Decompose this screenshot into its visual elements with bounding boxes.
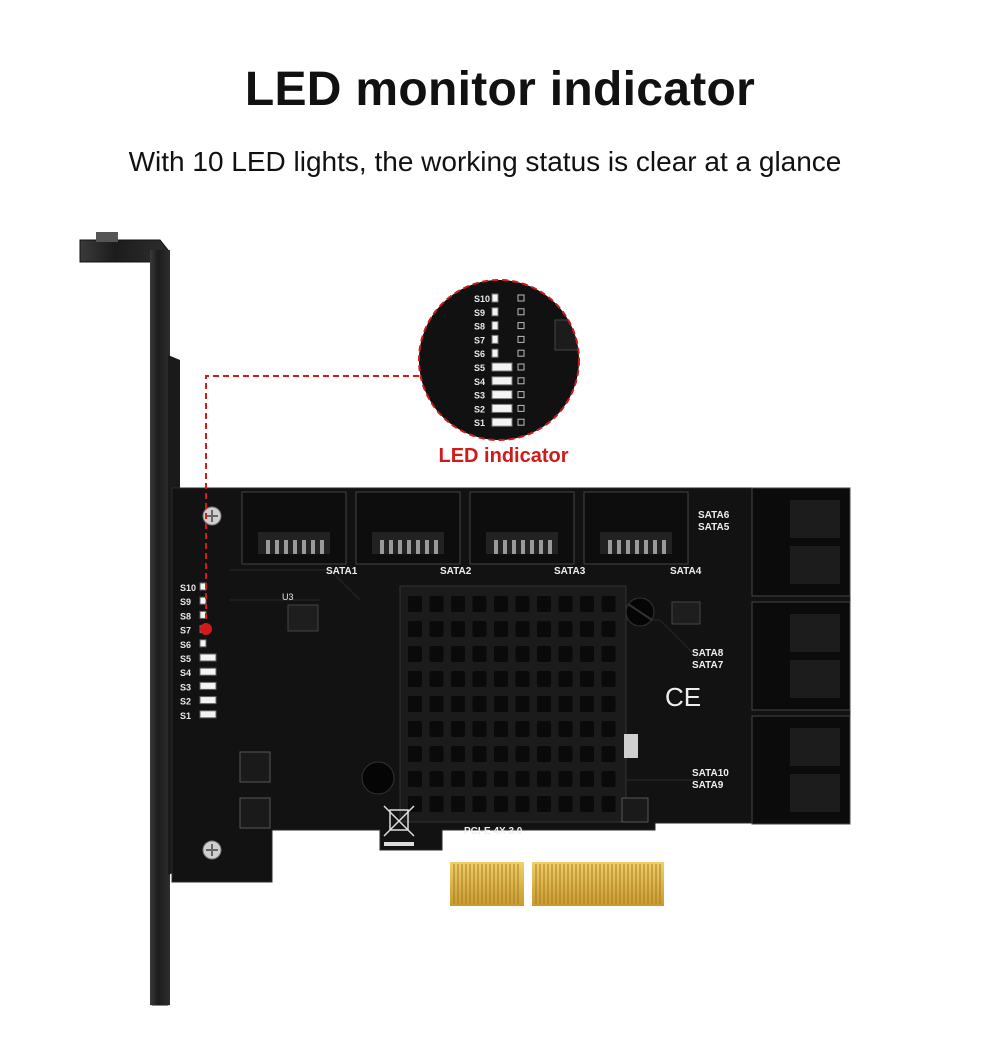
- sata-label-2: SATA2: [440, 566, 472, 577]
- sata-ports-right: SATA6 SATA5 SATA8 SATA7 SATA10 SATA9: [692, 487, 851, 825]
- zoom-led-label-s3: S3: [474, 391, 485, 401]
- led-label-s8: S8: [180, 611, 191, 621]
- zoom-led-s5: [491, 362, 513, 372]
- zoom-resistor-pad: [517, 294, 525, 302]
- sata-label-10: SATA10: [692, 768, 729, 779]
- zoom-resistor-pad: [517, 349, 525, 357]
- sata-label-4: SATA4: [670, 566, 702, 577]
- page-title: LED monitor indicator: [244, 63, 756, 116]
- sata-label-1: SATA1: [326, 566, 358, 577]
- led-label-s3: S3: [180, 682, 191, 692]
- led-s1: [199, 710, 217, 719]
- zoom-led-s8: [491, 321, 499, 331]
- sata-label-5: SATA5: [698, 522, 730, 533]
- sata-label-3: SATA3: [554, 566, 586, 577]
- zoom-resistor-pad: [517, 363, 525, 371]
- led-label-s9: S9: [180, 597, 191, 607]
- zoom-led-s7: [491, 334, 499, 344]
- led-label-s5: S5: [180, 654, 191, 664]
- zoom-resistor-pad: [517, 308, 525, 316]
- zoom-led-label-s7: S7: [474, 335, 485, 345]
- zoom-led-s9: [491, 307, 499, 317]
- zoom-resistor-pad: [517, 404, 525, 412]
- sata-label-7: SATA7: [692, 660, 724, 671]
- zoom-led-s1: [491, 417, 513, 427]
- zoom-resistor-pad: [517, 418, 525, 426]
- pci-bracket: [79, 232, 180, 1006]
- zoom-led-label-s4: S4: [474, 377, 485, 387]
- zoom-resistor-pad: [517, 391, 525, 399]
- ce-mark: CE: [665, 682, 701, 712]
- weee-bin-icon: [383, 805, 415, 846]
- sata-ports-top: SATA1 SATA2 SATA3 SATA4: [241, 491, 702, 577]
- zoom-led-label-s8: S8: [474, 322, 485, 332]
- zoom-led-label-s9: S9: [474, 308, 485, 318]
- screws: [202, 506, 222, 860]
- led-s4: [199, 667, 217, 676]
- led-s6: [199, 639, 207, 648]
- zoom-resistor-pad: [517, 335, 525, 343]
- led-s2: [199, 696, 217, 705]
- sata-label-9: SATA9: [692, 780, 724, 791]
- board-chips: U3: [239, 592, 701, 829]
- page-subtitle: With 10 LED lights, the working status i…: [128, 146, 842, 177]
- pcie-connector: [450, 862, 664, 906]
- zoom-led-s10: [491, 293, 499, 303]
- zoom-led-label-s5: S5: [474, 363, 485, 373]
- sata-label-8: SATA8: [692, 648, 724, 659]
- led-s9: [199, 596, 207, 605]
- led-label-s7: S7: [180, 626, 191, 636]
- led-label-s4: S4: [180, 668, 191, 678]
- led-label-s6: S6: [180, 640, 191, 650]
- callout-label: LED indicator: [438, 445, 569, 467]
- chip-label: U3: [282, 592, 294, 602]
- zoom-resistor-pad: [517, 322, 525, 330]
- zoom-led-label-s6: S6: [474, 349, 485, 359]
- led-label-s2: S2: [180, 697, 191, 707]
- led-label-s1: S1: [180, 711, 191, 721]
- zoom-resistor-pad: [517, 377, 525, 385]
- heatsink: [361, 585, 655, 823]
- zoom-led-label-s2: S2: [474, 404, 485, 414]
- zoom-led-s2: [491, 403, 513, 413]
- zoom-led-s4: [491, 376, 513, 386]
- callout-leader-line: [205, 375, 420, 629]
- zoom-led-label-s1: S1: [474, 418, 485, 428]
- interface-label: PCI-E 4X 3.0: [464, 826, 523, 837]
- led-s5: [199, 653, 217, 662]
- led-label-s10: S10: [180, 583, 196, 593]
- sata-label-6: SATA6: [698, 510, 730, 521]
- zoom-led-s3: [491, 390, 513, 400]
- zoom-led-label-s10: S10: [474, 294, 490, 304]
- led-s3: [199, 681, 217, 690]
- zoom-led-s6: [491, 348, 499, 358]
